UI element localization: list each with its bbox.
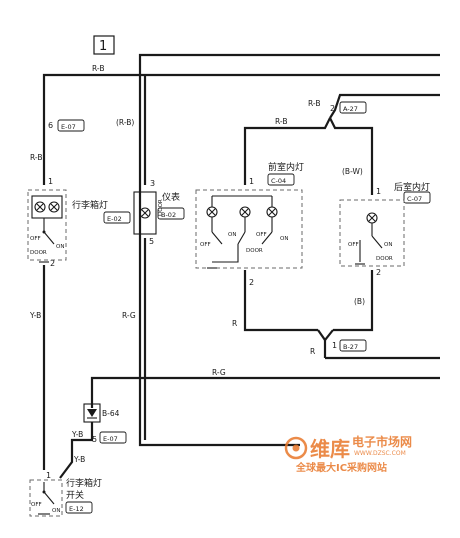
- svg-text:OFF: OFF: [256, 232, 267, 238]
- pin-5-meter: 5: [149, 237, 154, 246]
- sheet-number-box: [93, 35, 115, 55]
- trunk-lamp-label: 行李箱灯: [72, 199, 108, 211]
- wire-label-rb-top: R-B: [92, 64, 105, 73]
- front-room-lamp-label: 前室内灯: [268, 161, 304, 173]
- watermark-logo: 维库 电子市场网 WWW.DZSC.COM 全球最大IC采购网站: [284, 434, 412, 474]
- watermark-site: WWW.DZSC.COM: [354, 450, 406, 457]
- front-room-lamp: OFF ON OFF ON DOOR: [195, 189, 303, 269]
- svg-text:E-02: E-02: [107, 215, 122, 223]
- trunk-switch-label-2: 开关: [66, 489, 84, 501]
- rear-room-lamp-label: 后室内灯: [394, 181, 430, 193]
- svg-text:ON: ON: [384, 242, 392, 248]
- wire-label-b-rear: (B): [354, 297, 365, 306]
- wire-label-rb-branch: R-B: [308, 99, 321, 108]
- svg-text:DOOR: DOOR: [246, 248, 263, 254]
- wire-label-rb-front: R-B: [275, 117, 288, 126]
- svg-text:ON: ON: [52, 508, 60, 514]
- svg-text:OFF: OFF: [30, 236, 41, 242]
- pin-1-front: 1: [249, 177, 254, 186]
- watermark-tagline: 电子市场网: [352, 434, 412, 449]
- rear-room-lamp: OFF ON DOOR: [339, 199, 405, 267]
- meter-label: 仪表: [162, 191, 180, 203]
- svg-text:ON: ON: [280, 236, 288, 242]
- svg-text:C-04: C-04: [271, 177, 286, 185]
- wire-label-bw-rear: (B-W): [342, 167, 363, 176]
- wire-label-r-front: R: [232, 319, 237, 328]
- diode-b64: [83, 403, 101, 423]
- svg-text:B-02: B-02: [161, 211, 176, 219]
- svg-text:DOOR: DOOR: [30, 250, 47, 256]
- connector-tag-e07-top: E-07: [57, 119, 85, 132]
- svg-text:B-27: B-27: [343, 343, 358, 351]
- svg-text:E-12: E-12: [69, 505, 84, 513]
- connector-tag-e12: E-12: [65, 501, 93, 514]
- wire-label-yb-low2: Y-B: [73, 455, 85, 464]
- wire-label-yb-left: Y-B: [29, 311, 41, 320]
- pin-1-switch: 1: [46, 471, 51, 480]
- pin-2-a27: 2: [330, 104, 335, 113]
- pin-2-rear: 2: [376, 268, 381, 277]
- watermark-brand: 维库: [310, 437, 350, 461]
- svg-text:OFF: OFF: [348, 242, 359, 248]
- trunk-lamp-switch: OFF ON: [29, 479, 63, 517]
- connector-tag-c04: C-04: [267, 173, 295, 186]
- svg-text:DOOR: DOOR: [158, 199, 164, 216]
- wire-label-rg-meter: R-G: [122, 311, 136, 320]
- svg-text:ON: ON: [56, 244, 64, 250]
- svg-text:A-27: A-27: [343, 105, 358, 113]
- pin-2-trunk: 2: [50, 259, 55, 268]
- connector-tag-a27: A-27: [339, 101, 367, 114]
- svg-text:ON: ON: [228, 232, 236, 238]
- svg-text:OFF: OFF: [31, 502, 42, 508]
- wire-label-rb-left: R-B: [30, 153, 43, 162]
- trunk-lamp: OFF ON DOOR: [27, 189, 67, 263]
- pin-1-b27: 1: [332, 341, 337, 350]
- wire-label-r-bottom: R: [310, 347, 315, 356]
- sheet-number: 1: [99, 39, 107, 54]
- pin-6: 6: [48, 121, 53, 130]
- pin-1-rear: 1: [376, 187, 381, 196]
- wire-label-yb-low1: Y-B: [71, 430, 83, 439]
- svg-text:C-07: C-07: [407, 195, 422, 203]
- svg-text:DOOR: DOOR: [376, 256, 393, 262]
- watermark-icon: [284, 436, 308, 460]
- wires: [42, 53, 440, 479]
- meter: DOOR: [133, 191, 164, 235]
- connector-tag-e07-low: E-07: [99, 431, 127, 444]
- svg-text:OFF: OFF: [200, 242, 211, 248]
- pin-5-e07: 5: [92, 435, 97, 444]
- connector-tag-b27: B-27: [339, 339, 367, 352]
- connector-tag-b02: B-02: [157, 207, 185, 220]
- connector-tag-c07: C-07: [403, 191, 431, 204]
- wire-label-rb-meter: (R-B): [116, 118, 134, 127]
- trunk-switch-label-1: 行李箱灯: [66, 477, 102, 489]
- connector-tag-e02: E-02: [103, 211, 131, 224]
- svg-text:E-07: E-07: [61, 123, 76, 131]
- wire-label-rg-low: R-G: [212, 368, 226, 377]
- pin-3-meter: 3: [150, 179, 155, 188]
- pin-1-trunk: 1: [48, 177, 53, 186]
- diode-label: B-64: [102, 409, 120, 418]
- pin-2-front: 2: [249, 278, 254, 287]
- watermark-slogan: 全球最大IC采购网站: [295, 461, 387, 474]
- svg-text:E-07: E-07: [103, 435, 118, 443]
